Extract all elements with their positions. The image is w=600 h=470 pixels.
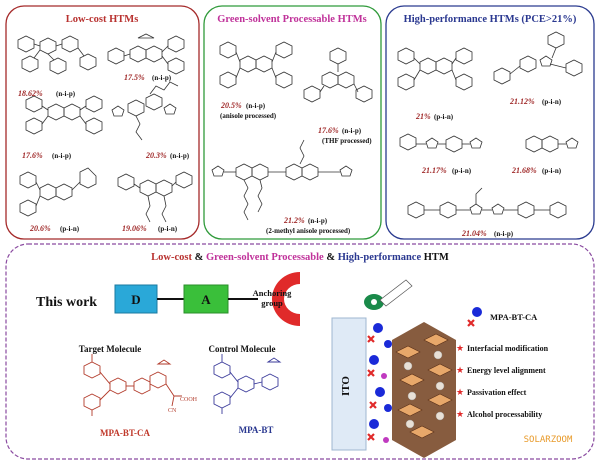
pce-green-1: 20.5% bbox=[220, 101, 242, 110]
green-solvent-molecules bbox=[211, 41, 373, 221]
bottom-panel-title: Low-cost & Green-solvent Processable & H… bbox=[151, 252, 449, 263]
target-cooh-label: COOH bbox=[180, 397, 198, 403]
legend-molecule-label: MPA-BT-CA bbox=[490, 312, 538, 322]
pce-high-5: 21.04% bbox=[461, 229, 487, 238]
pce-low-cost-3: 17.6% bbox=[22, 151, 43, 160]
arch-high-5: (n-i-p) bbox=[494, 230, 514, 238]
benefit-item-3: Passivation effect bbox=[467, 388, 527, 397]
control-molecule-name: MPA-BT bbox=[239, 425, 274, 435]
pce-low-cost-4: 20.3% bbox=[145, 151, 167, 160]
panel-low-cost-title: Low-cost HTMs bbox=[66, 14, 139, 25]
watermark-solarzoom: SOLARZOOM bbox=[524, 435, 573, 445]
arch-low-cost-5: (p-i-n) bbox=[60, 225, 80, 233]
cond-green-1: (anisole processed) bbox=[220, 112, 277, 120]
anchoring-group-label: Anchoring bbox=[253, 288, 292, 298]
arch-green-2: (n-i-p) bbox=[342, 127, 362, 135]
benefit-item-1: Interfacial modification bbox=[467, 344, 549, 353]
donor-label: D bbox=[131, 292, 140, 307]
benefit-star-3: ★ bbox=[456, 387, 464, 397]
ito-layer bbox=[331, 317, 367, 451]
arch-low-cost-1: (n-i-p) bbox=[56, 90, 76, 98]
interface-illustration: ITO bbox=[331, 279, 456, 458]
this-work-label: This work bbox=[36, 295, 97, 310]
arch-low-cost-3: (n-i-p) bbox=[52, 152, 72, 160]
pipette-icon bbox=[379, 279, 413, 307]
arch-high-4: (p-i-n) bbox=[542, 167, 562, 175]
panel-low-cost bbox=[5, 5, 200, 240]
arch-high-2: (p-i-n) bbox=[542, 98, 562, 106]
benefit-star-1: ★ bbox=[456, 343, 464, 353]
panel-high-performance bbox=[385, 5, 595, 240]
arch-low-cost-6: (p-i-n) bbox=[158, 225, 178, 233]
control-molecule-structure bbox=[213, 354, 282, 414]
arch-green-1: (n-i-p) bbox=[246, 102, 266, 110]
cond-green-3: (2-methyl anisole processed) bbox=[266, 227, 351, 235]
legend-molecule bbox=[467, 307, 482, 327]
target-cn-label: CN bbox=[168, 408, 177, 414]
anchoring-group-label-2: group bbox=[261, 298, 283, 308]
arch-high-1: (p-i-n) bbox=[434, 113, 454, 121]
pce-low-cost-1: 18.62% bbox=[18, 89, 43, 98]
control-molecule-heading: Control Molecule bbox=[208, 344, 275, 354]
pce-low-cost-5: 20.6% bbox=[29, 224, 51, 233]
pce-green-2: 17.6% bbox=[318, 126, 339, 135]
target-molecule-structure bbox=[83, 354, 182, 416]
pce-high-1: 21% bbox=[415, 112, 431, 121]
arch-low-cost-4: (n-i-p) bbox=[170, 152, 190, 160]
benefit-item-2: Energy level alignment bbox=[467, 366, 546, 375]
benefit-star-4: ★ bbox=[456, 409, 464, 419]
low-cost-molecules bbox=[17, 33, 193, 223]
benefit-item-4: Alcohol processability bbox=[467, 410, 542, 419]
ito-label: ITO bbox=[340, 376, 352, 396]
panel-green-solvent bbox=[203, 5, 382, 240]
acceptor-label: A bbox=[201, 292, 211, 307]
pce-low-cost-6: 19.06% bbox=[122, 224, 147, 233]
pce-high-3: 21.17% bbox=[421, 166, 447, 175]
arch-high-3: (p-i-n) bbox=[452, 167, 472, 175]
target-molecule-name: MPA-BT-CA bbox=[100, 428, 150, 438]
pce-low-cost-2: 17.5% bbox=[124, 73, 145, 82]
pce-high-2: 21.12% bbox=[509, 97, 535, 106]
arch-green-3: (n-i-p) bbox=[308, 217, 328, 225]
high-performance-molecules bbox=[397, 31, 583, 219]
panel-green-solvent-title: Green-solvent Processable HTMs bbox=[217, 14, 367, 25]
benefit-star-2: ★ bbox=[456, 365, 464, 375]
donor-block bbox=[114, 284, 158, 314]
pce-green-3: 21.2% bbox=[283, 216, 305, 225]
cond-green-2: (THF processed) bbox=[322, 137, 372, 145]
perovskite-lattice bbox=[392, 322, 456, 458]
benefit-list: ★ Interfacial modification ★ Energy leve… bbox=[456, 343, 549, 419]
panel-high-performance-title: High-performance HTMs (PCE>21%) bbox=[404, 14, 577, 25]
arch-low-cost-2: (n-i-p) bbox=[152, 74, 172, 82]
target-molecule-heading: Target Molecule bbox=[79, 344, 141, 354]
d-a-scheme: D A Anchoring group bbox=[114, 272, 300, 326]
anchoring-group-shape bbox=[272, 272, 300, 326]
pce-high-4: 21.68% bbox=[511, 166, 537, 175]
